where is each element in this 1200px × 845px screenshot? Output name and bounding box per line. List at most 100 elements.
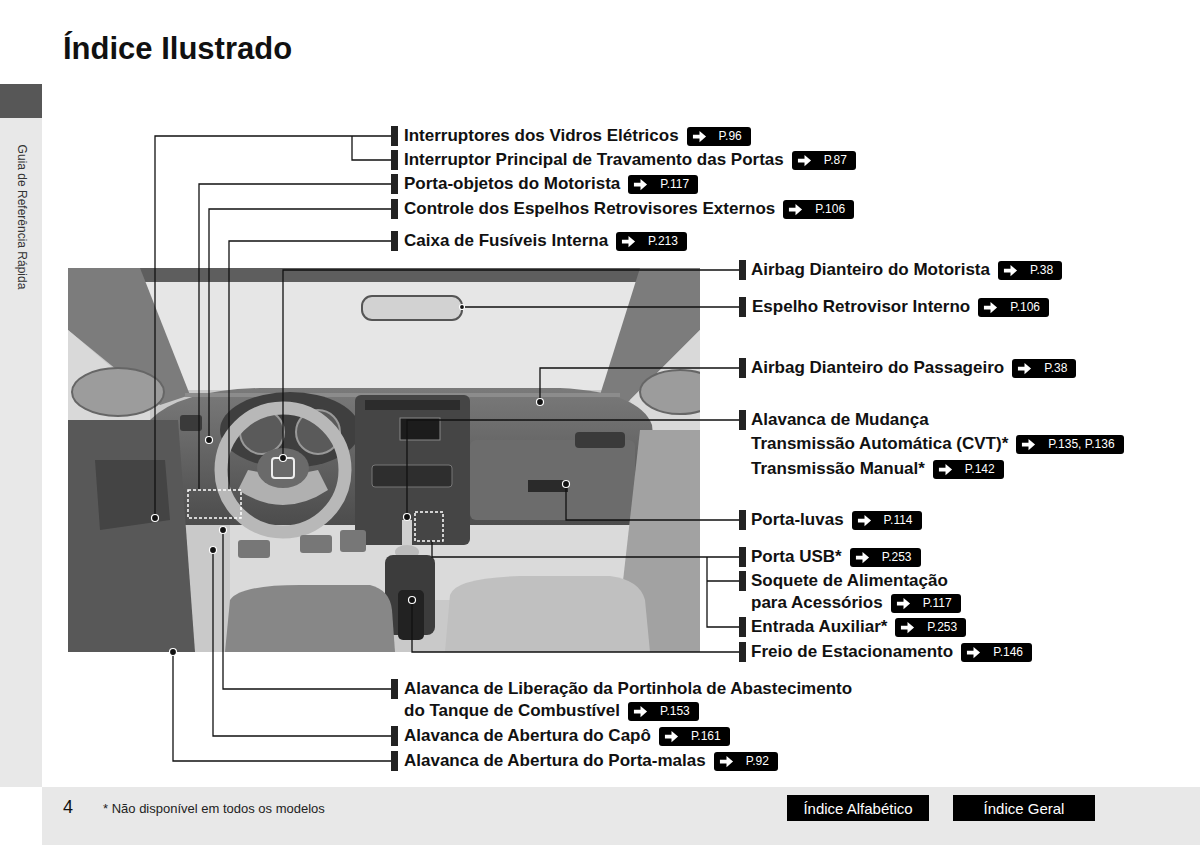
page-ref: P.114 (884, 511, 913, 530)
page-ref: P.38 (1030, 261, 1053, 280)
illustration-part (409, 597, 416, 604)
illustration-part (170, 649, 177, 656)
page-ref-badge: P.142 (933, 460, 1004, 479)
illustration-part (445, 576, 650, 652)
callout: Porta-luvas P.114 (751, 509, 922, 531)
illustration-part (391, 150, 398, 170)
index-button: Índice Alfabético (787, 795, 929, 821)
arrow-shape (622, 236, 635, 247)
page-ref: P.213 (648, 232, 678, 251)
illustration-part (280, 455, 287, 462)
callout-label: Porta-luvas (751, 510, 844, 529)
illustration-part (432, 541, 745, 557)
arrow-shape (634, 179, 647, 190)
callout: Interruptores dos Vidros ElétricosP.96 (404, 125, 751, 147)
arrow-icon (983, 300, 998, 315)
illustration-part (0, 84, 42, 118)
illustration-part (739, 410, 746, 430)
callout-label: Espelho Retrovisor Interno (752, 297, 970, 316)
arrow-icon (788, 202, 803, 217)
illustration-part (739, 571, 746, 591)
illustration-part (739, 617, 746, 637)
arrow-icon (900, 620, 915, 635)
illustration-part (173, 652, 391, 761)
arrow-icon (938, 462, 953, 477)
button-text: Índice Geral (984, 800, 1065, 817)
illustration-part (412, 600, 745, 652)
arrow-shape (967, 647, 980, 658)
callout-label: Airbag Dianteiro do Motorista (751, 260, 990, 279)
arrow-shape (798, 155, 811, 166)
page-ref-badge: P.106 (978, 298, 1049, 317)
rear-view-mirror (362, 296, 462, 320)
arrow-icon (621, 234, 636, 249)
car-interior-photo (68, 268, 700, 652)
arrow-shape (858, 515, 871, 526)
page-ref: P.135, P.136 (1048, 435, 1114, 454)
illustration-part (283, 270, 745, 458)
leader-markers (391, 126, 746, 771)
page-ref: P.153 (660, 702, 690, 721)
illustration-part (213, 550, 391, 736)
arrow-icon (664, 729, 679, 744)
illustration-part (223, 530, 391, 689)
arrow-shape (939, 464, 952, 475)
leader-dots (152, 305, 570, 656)
callout-label: Alavanca de Abertura do Capô (404, 726, 651, 745)
illustration-part (155, 136, 391, 518)
illustration-part (220, 527, 227, 534)
illustration-part (575, 432, 625, 448)
illustration-part (415, 512, 443, 541)
page-ref: P.117 (923, 594, 952, 613)
page-title: Índice Ilustrado (63, 31, 292, 67)
callout-label: Airbag Dianteiro do Passageiro (751, 358, 1004, 377)
illustration-part (739, 642, 746, 662)
page-ref-badge: P.153 (628, 702, 699, 721)
illustration-part (739, 510, 746, 530)
illustration-part (355, 395, 470, 545)
callout: Alavanca de Abertura do Porta-malasP.92 (404, 750, 778, 772)
callout-label: Porta USB* (751, 547, 842, 566)
page-ref: P.38 (1044, 359, 1067, 378)
callout: Controle dos Espelhos Retrovisores Exter… (404, 198, 854, 220)
illustration-part (300, 535, 332, 553)
illustration-part (739, 358, 746, 378)
illustration-part (739, 260, 746, 280)
arrow-shape (897, 598, 910, 609)
illustration-part (229, 241, 391, 490)
callout-label: Alavanca de Mudança (751, 410, 929, 429)
arrow-icon (1017, 361, 1032, 376)
arrow-shape (1022, 439, 1035, 450)
illustration-part (210, 547, 217, 554)
page-ref-badge: P.117 (628, 175, 698, 194)
illustration-part (404, 514, 411, 521)
arrow-shape (720, 756, 733, 767)
callout: Airbag Dianteiro do Motorista P.38 (751, 259, 1062, 281)
illustration-part (707, 557, 745, 627)
arrow-icon (966, 645, 981, 660)
page-ref: P.253 (882, 548, 912, 567)
illustration-part (352, 136, 391, 160)
callout: Porta-objetos do Motorista P.117 (404, 173, 698, 195)
illustration-part (362, 296, 462, 320)
illustration-part (640, 370, 700, 414)
arrow-icon (719, 754, 734, 769)
callout: Alavanca de Mudança (751, 409, 929, 431)
illustration-part (340, 530, 366, 552)
page-ref-badge: P.106 (783, 200, 854, 219)
page-ref-badge: P.87 (792, 151, 856, 170)
leader-paths (155, 136, 745, 761)
illustration-part (537, 399, 544, 406)
dashed-frames (188, 490, 443, 541)
illustration-part (152, 515, 159, 522)
callout-label: Porta-objetos do Motorista (404, 174, 620, 193)
arrow-shape (1004, 265, 1017, 276)
illustration-part (68, 268, 700, 652)
arrow-shape (1018, 363, 1031, 374)
page-ref: P.146 (993, 643, 1023, 662)
page-ref-badge: P.146 (961, 643, 1032, 662)
illustration-part (470, 440, 635, 520)
page-ref-badge: P.38 (998, 261, 1062, 280)
callout: Interruptor Principal de Travamento das … (404, 149, 856, 171)
page-ref: P.96 (719, 127, 742, 146)
